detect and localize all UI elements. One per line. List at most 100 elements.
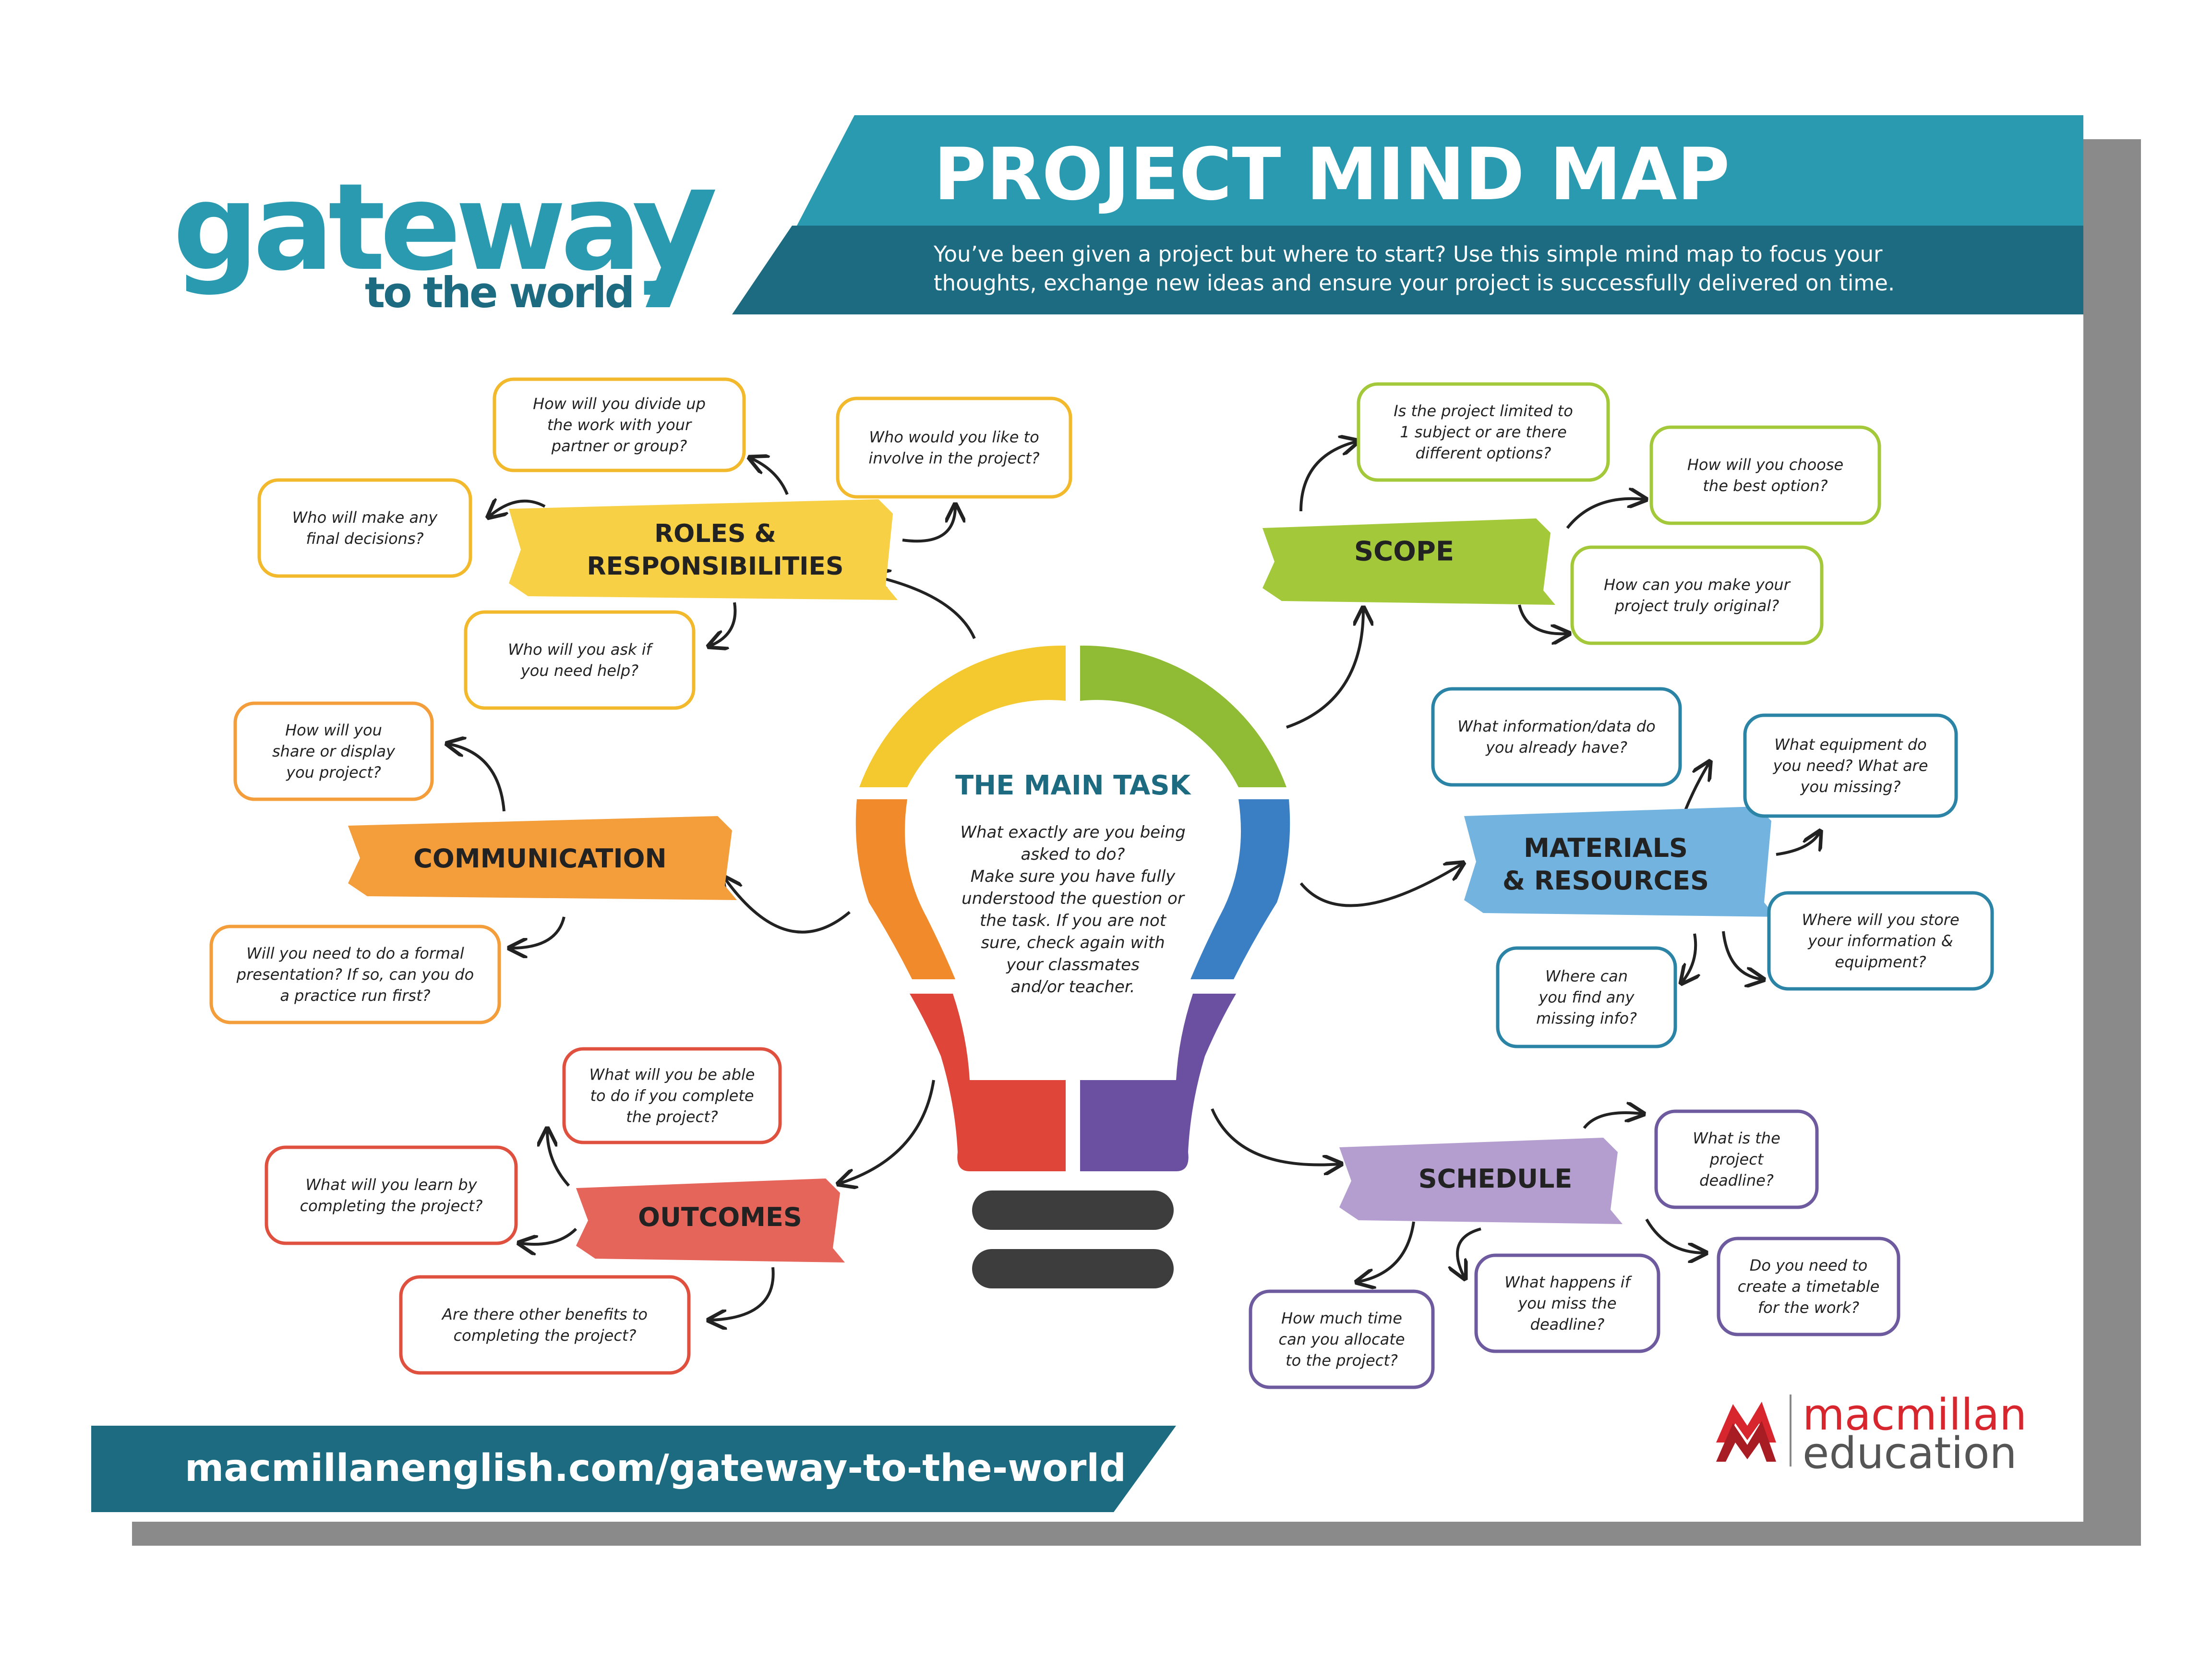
bulb-segment-green [1080, 645, 1286, 787]
materials-question-find-text: you find any [1538, 988, 1635, 1007]
materials-question-equipment-text: you missing? [1800, 778, 1901, 796]
outcomes-question-able-text: to do if you complete [590, 1087, 754, 1105]
roles-question-divide: How will you divide up the work with your… [493, 377, 746, 472]
schedule-question-timetable-text: create a timetable [1738, 1277, 1880, 1296]
outcomes-question-learn-text: What will you learn by [305, 1176, 477, 1194]
materials-question-have-text: What information/data do [1457, 717, 1655, 735]
macmillan-logo-mark-2 [1716, 1421, 1776, 1462]
macmillan-logo-mark [1716, 1402, 1776, 1443]
logo-sub-text: to the world [365, 268, 633, 317]
scope-question-choose-box [1649, 425, 1881, 525]
main-task-line: the task. If you are not [980, 911, 1167, 930]
schedule-question-miss-text: you miss the [1517, 1294, 1616, 1312]
roles-question-divide-text: How will you divide up [533, 395, 706, 413]
materials-question-have-box [1431, 687, 1682, 787]
arrow-schedule-to-time [1358, 1221, 1415, 1282]
arrow-roles-to-divide [751, 458, 789, 495]
arrow-comm-to-presentation [511, 916, 565, 948]
main-task-line: asked to do? [1021, 845, 1125, 864]
outcomes-label-text: OUTCOMES [638, 1202, 802, 1232]
arrow-scope-to-original [1518, 604, 1567, 634]
connector-arrows [449, 442, 1819, 1320]
schedule-label-brush [1339, 1138, 1623, 1224]
communication-question-share-box [233, 701, 434, 801]
main-task-title: THE MAIN TASK [955, 770, 1192, 801]
roles-question-divide-text: the work with your [547, 416, 692, 434]
materials-question-equipment: What equipment do you need? What are you m… [1743, 713, 1958, 818]
materials-label: MATERIALS& RESOURCES [1464, 806, 1776, 917]
scope-question-choose-text: How will you choose [1687, 456, 1843, 474]
scope-question-limited-text: different options? [1416, 444, 1551, 462]
scope-label-brush [1262, 518, 1555, 605]
materials-question-find-box [1496, 946, 1677, 1048]
scope-question-original-text: How can you make your [1604, 576, 1791, 594]
materials-question-store-box [1767, 891, 1994, 991]
roles-question-help-box [464, 610, 696, 710]
schedule-question-timetable-box [1717, 1237, 1900, 1336]
materials-question-have-text: you already have? [1485, 738, 1627, 757]
header-band-top [797, 115, 2083, 226]
arrow-bulb-to-scope [1286, 610, 1363, 729]
outcomes-question-able-text: the project? [626, 1108, 718, 1126]
communication-question-presentation-text: Will you need to do a formal [246, 944, 464, 962]
bulb-base-stripe-2 [972, 1249, 1174, 1288]
communication-question-presentation-box [209, 925, 501, 1024]
roles-label-text: RESPONSIBILITIES [587, 552, 844, 581]
communication-question-presentation-text: presentation? If so, can you do [236, 965, 474, 984]
communication-label-text: COMMUNICATION [413, 843, 666, 874]
macmillan-word: macmillan [1803, 1390, 2027, 1440]
communication-question-share-text: you project? [286, 763, 381, 781]
outcomes-label: OUTCOMES [576, 1178, 845, 1262]
scope-question-limited: Is the project limited to1 subject or ar… [1357, 382, 1610, 482]
roles-label-text: ROLES & [654, 519, 776, 548]
arrow-bulb-to-materials [1299, 864, 1462, 907]
roles-question-help-text: Who will you ask if [508, 640, 654, 659]
main-task-line: Make sure you have fully [971, 867, 1176, 886]
schedule-question-time-text: How much time [1281, 1309, 1402, 1327]
footer-url[interactable]: macmillanenglish.com/gateway-to-the-worl… [185, 1447, 1126, 1490]
schedule-question-miss-text: deadline? [1530, 1315, 1605, 1334]
outcomes-question-able: What will you be able to do if you comple… [562, 1047, 782, 1144]
scope-label: SCOPE [1262, 518, 1555, 605]
materials-question-equipment-text: you need? What are [1773, 757, 1928, 775]
materials-question-equipment-box [1743, 713, 1958, 818]
schedule-question-miss-text: What happens if [1504, 1273, 1632, 1291]
main-task-description: What exactly are you being asked to do? Ma… [960, 823, 1185, 997]
bulb-segment-red [910, 994, 1066, 1171]
logo-main-text: gateway [173, 157, 709, 297]
outcomes-question-learn-box [264, 1145, 518, 1245]
outcomes-question-able-box [562, 1047, 782, 1144]
outcomes-question-benefits-text: Are there other benefits to [441, 1305, 648, 1323]
roles-label: ROLES & RESPONSIBILITIES [509, 499, 898, 600]
communication-question-presentation-text: a practice run first? [280, 986, 430, 1005]
page-title: PROJECT MIND MAP [934, 133, 1730, 216]
communication-question-share-text: share or display [272, 742, 396, 760]
main-task-line: What exactly are you being [960, 823, 1185, 842]
arrow-bulb-to-outcomes [840, 1080, 935, 1183]
bulb-segment-purple [1080, 994, 1236, 1171]
outcomes-question-able-text: What will you be able [589, 1066, 755, 1084]
materials-question-find-text: missing info? [1536, 1010, 1637, 1028]
schedule-question-time-box [1249, 1289, 1435, 1389]
scope-question-limited-text: 1 subject or are there [1400, 423, 1567, 441]
roles-question-divide-text: partner or group? [551, 437, 687, 455]
main-task-line: sure, check again with [981, 933, 1165, 952]
roles-question-decisions-box [257, 478, 472, 578]
materials-question-equipment-text: What equipment do [1774, 735, 1926, 754]
arrow-roles-to-involve [902, 506, 955, 543]
logo-slash [646, 190, 715, 307]
roles-question-decisions-text: final decisions? [306, 529, 423, 548]
arrow-outcomes-to-learn [521, 1227, 577, 1244]
arrow-outcomes-to-able [547, 1130, 570, 1187]
arrow-comm-to-share [449, 744, 505, 812]
schedule-label-text: SCHEDULE [1419, 1164, 1573, 1194]
